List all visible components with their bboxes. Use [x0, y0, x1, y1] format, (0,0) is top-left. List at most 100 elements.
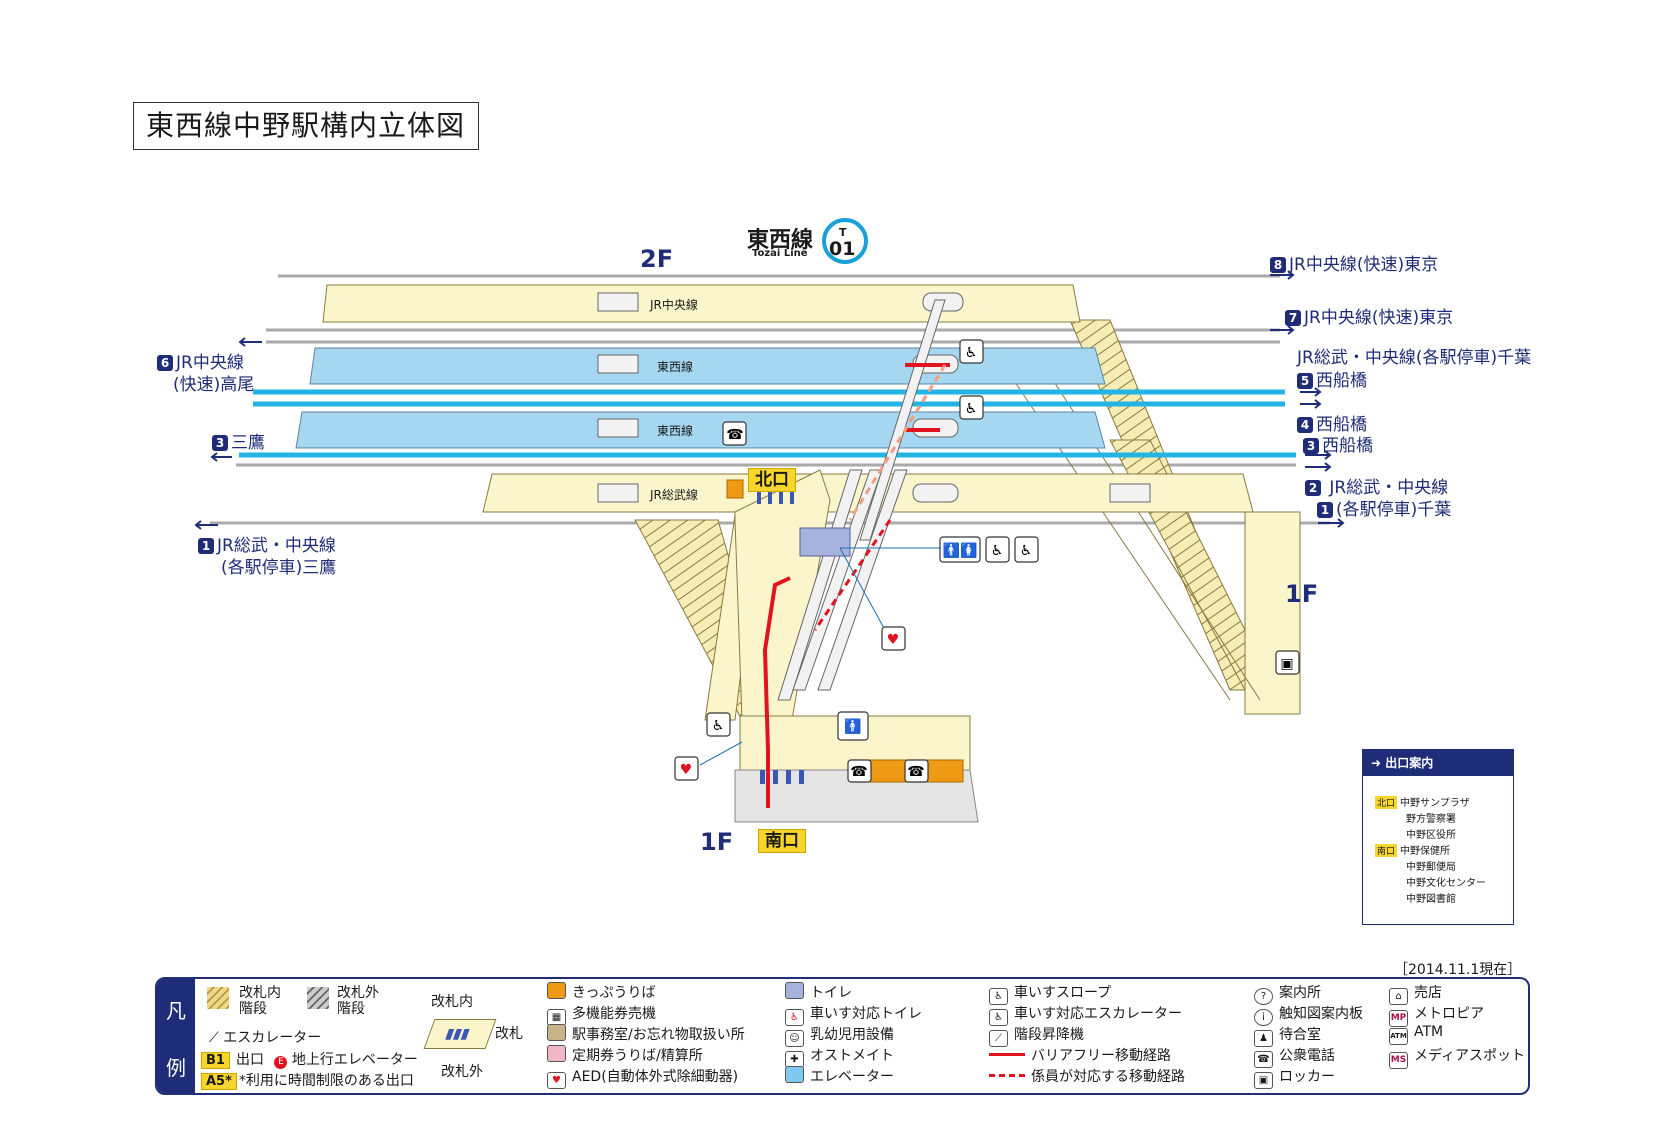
legend-stairs-in-icon — [207, 987, 229, 1009]
legend-barrier-free-route: バリアフリー移動経路 — [989, 1045, 1171, 1065]
ticket-gates-north — [757, 492, 794, 504]
route-line-icon — [989, 1053, 1025, 1056]
svg-text:🚹: 🚹 — [844, 718, 861, 735]
elevator-icon — [785, 1066, 804, 1083]
wheelchair-escalator-icon: ♿ — [989, 1009, 1008, 1026]
icon-glyphs: ♿ ♿ ☎ 🚹🚺 ♿ ♿ ♥ ▣ ♿ ♥ 🚹 ☎ ☎ — [680, 345, 1294, 780]
svg-text:▣: ▣ — [1280, 656, 1293, 672]
legend-stairs-out: 改札外階段 — [337, 985, 379, 1017]
svg-text:☎: ☎ — [907, 764, 924, 780]
station-code-letter: T — [839, 226, 847, 239]
direction-1-left-sub: (各駅停車)三鷹 — [221, 558, 337, 578]
legend-info: ?案内所 — [1254, 982, 1321, 1005]
legend-station-office: 駅事務室/お忘れ物取扱い所 — [547, 1024, 745, 1044]
direction-5: JR総武・中央線(各駅停車)千葉 — [1297, 348, 1532, 368]
direction-6-sub: (快速)高尾 — [173, 375, 255, 395]
shop-icon: ⌂ — [1389, 988, 1408, 1005]
wheelchair-slope-icon: ♿ — [989, 988, 1008, 1005]
exit-guide-panel: ➜ 出口案内 北口中野サンプラザ 野方警察署 中野区役所 南口中野保健所 中野郵… — [1362, 749, 1514, 925]
ticket-office-north — [726, 479, 744, 499]
info-icon: ? — [1254, 988, 1273, 1005]
platform-label-jr-chuo: JR中央線 — [650, 298, 698, 312]
platform-label-jr-sobu: JR総武線 — [650, 488, 698, 502]
legend-stairs-in: 改札内階段 — [239, 985, 281, 1017]
aed-icon: ♥ — [547, 1072, 566, 1089]
exit-guide-south-2: 中野郵便局 — [1406, 862, 1456, 873]
media-spot-icon: MS — [1389, 1052, 1408, 1069]
platform-tozai-2 — [295, 411, 1106, 449]
legend-baby-facility: ☺乳幼児用設備 — [785, 1024, 894, 1047]
accessible-toilet-icon: ♿ — [785, 1009, 804, 1026]
legend-toilet: トイレ — [785, 982, 852, 1002]
svg-text:☎: ☎ — [850, 764, 867, 780]
toilet-icon — [785, 982, 804, 999]
legend-stair-lift: ⟋階段昇降機 — [989, 1024, 1084, 1047]
legend-escalator: ⟋ エスカレーター — [209, 1030, 322, 1046]
exit-guide-south-1: 南口中野保健所 — [1375, 844, 1451, 857]
station-line-name-en: Tozai Line — [752, 248, 808, 259]
barrier-free-route — [762, 576, 791, 808]
svg-text:♿: ♿ — [965, 345, 978, 361]
ticket-gates-south — [760, 770, 804, 784]
facility-icons — [674, 339, 1300, 783]
platform-label-tozai-2: 東西線 — [657, 424, 694, 438]
svg-text:♥: ♥ — [887, 632, 900, 648]
tactile-map-icon: i — [1254, 1009, 1273, 1026]
pass-office-icon — [547, 1045, 566, 1062]
legend-ticket-office: きっぷうりば — [547, 982, 655, 1002]
callout-lines — [699, 547, 940, 766]
platform-label-tozai-1: 東西線 — [657, 360, 694, 374]
phone-icon: ☎ — [1254, 1051, 1273, 1068]
waiting-room-icon: ♟ — [1254, 1030, 1273, 1047]
station-line-name: 東西線 — [747, 228, 814, 253]
platform-tozai-1 — [309, 347, 1106, 385]
legend-multi-ticket-machine: ▦多機能券売機 — [547, 1003, 656, 1026]
legend-locker: ▣ロッカー — [1254, 1066, 1335, 1089]
ticket-office-icon — [547, 982, 566, 999]
legend-gate-out: 改札外 — [441, 1064, 483, 1080]
exit-guide-south-3: 中野文化センター — [1406, 878, 1486, 889]
exit-guide-north-2: 野方警察署 — [1406, 814, 1456, 825]
legend-gate-in: 改札内 — [431, 994, 473, 1010]
legend-gate: 改札 — [495, 1026, 523, 1042]
legend-staff-route: 係員が対応する移動経路 — [989, 1066, 1185, 1086]
ticket-machine-icon: ▦ — [547, 1009, 566, 1026]
legend-waiting-room: ♟待合室 — [1254, 1024, 1321, 1047]
floor-label-1f-right: 1F — [1285, 580, 1319, 608]
svg-text:♥: ♥ — [680, 762, 693, 778]
legend-pass-office: 定期券うりば/精算所 — [547, 1045, 703, 1065]
direction-1-right: 1(各駅停車)千葉 — [1317, 495, 1451, 520]
as-of-date: ［2014.11.1現在］ — [1394, 962, 1522, 978]
legend-accessible-toilet: ♿車いす対応トイレ — [785, 1003, 922, 1026]
direction-arrows — [194, 270, 1345, 530]
station-code-badge — [822, 218, 868, 264]
metropia-icon: MP — [1389, 1010, 1408, 1027]
concourse-1f-right — [1244, 511, 1301, 715]
legend-stairs-out-icon — [307, 987, 329, 1009]
escalators — [597, 292, 1151, 701]
svg-text:♿: ♿ — [712, 718, 725, 734]
staff-assist-route — [813, 519, 892, 631]
svg-text:♿: ♿ — [1020, 543, 1033, 559]
legend-wheelchair-slope: ♿車いすスロープ — [989, 982, 1111, 1005]
station-code-number: 01 — [829, 238, 856, 260]
svg-text:🚹🚺: 🚹🚺 — [943, 542, 978, 559]
legend-ostomate: ✚オストメイト — [785, 1045, 894, 1068]
staff-assist-route-2 — [848, 364, 947, 521]
svg-text:♿: ♿ — [965, 401, 978, 417]
baby-facility-icon: ☺ — [785, 1030, 804, 1047]
elevator — [799, 527, 851, 557]
legend-limited-exit: A5**利用に時間制限のある出口 — [201, 1070, 414, 1090]
